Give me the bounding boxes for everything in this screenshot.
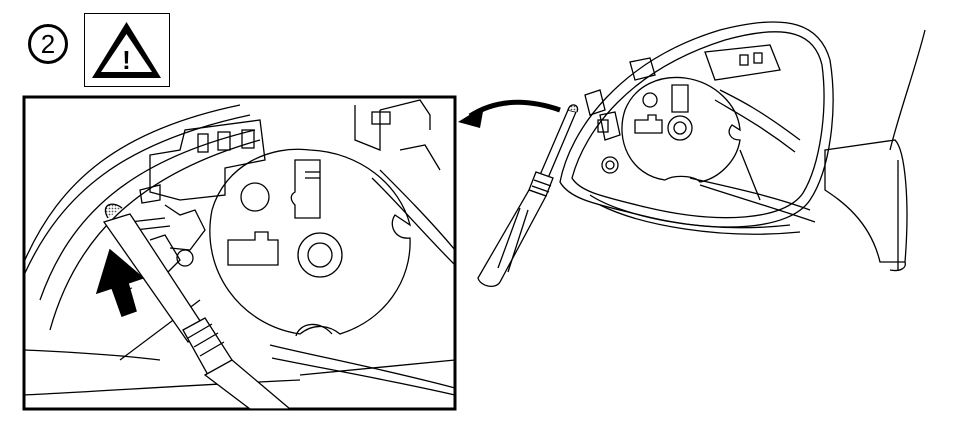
screwdriver-detail bbox=[102, 203, 292, 409]
warning-symbol: ! bbox=[122, 45, 131, 75]
mirror-shell bbox=[559, 21, 834, 235]
overview-motor-plate bbox=[621, 76, 741, 183]
mirror-internal-bracket bbox=[584, 44, 801, 174]
warning-box: ! bbox=[84, 13, 170, 87]
overview-arm bbox=[689, 149, 816, 223]
detail-inset bbox=[22, 95, 457, 411]
alignment-mark bbox=[123, 284, 133, 296]
inset-frame bbox=[22, 95, 457, 411]
door-panel bbox=[824, 29, 926, 272]
step-number-badge: 2 bbox=[28, 24, 68, 64]
bracket-tabs bbox=[139, 99, 441, 204]
side-mount bbox=[119, 169, 455, 361]
screwdriver-overview bbox=[477, 104, 579, 288]
mirror-overview bbox=[477, 21, 926, 288]
mirror-arm bbox=[269, 344, 455, 396]
step-number: 2 bbox=[40, 28, 56, 59]
detail-callout-arrow-icon bbox=[468, 99, 561, 119]
push-arrow-icon bbox=[95, 248, 145, 317]
warning-triangle-icon: ! bbox=[92, 22, 161, 78]
motor-plate bbox=[209, 148, 412, 337]
callout-arrowhead-icon bbox=[458, 106, 484, 128]
